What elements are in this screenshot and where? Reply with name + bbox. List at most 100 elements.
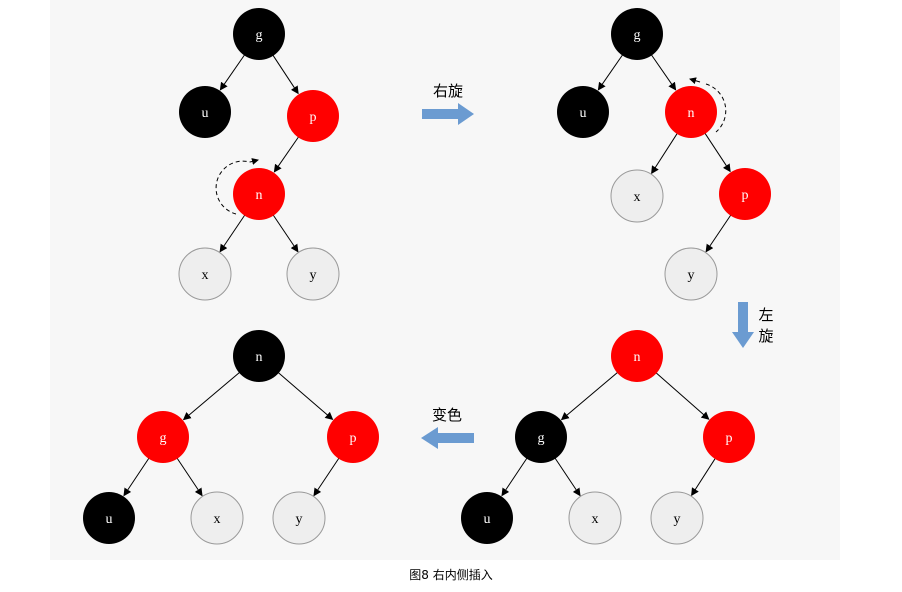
rotation-arc-left — [705, 83, 727, 133]
node-after-recolor-g: g — [137, 411, 189, 463]
node-circle — [272, 491, 326, 545]
edge-after-recolor-g-u — [123, 456, 151, 497]
node-circle — [83, 492, 135, 544]
node-initial-y: y — [286, 247, 340, 301]
node-label: x — [202, 268, 209, 283]
node-after-right-rotate-n: n — [665, 86, 717, 138]
edge-after-right-rotate-n-x — [651, 131, 679, 175]
node-label: x — [634, 190, 641, 205]
node-initial-u: u — [179, 86, 231, 138]
node-circle — [611, 8, 663, 60]
node-circle — [664, 247, 718, 301]
label-left-rotate-1: 左 — [758, 306, 773, 324]
transition-arrow-right — [422, 103, 474, 125]
node-circle — [286, 247, 340, 301]
node-after-left-rotate-u: u — [461, 492, 513, 544]
node-label: p — [726, 431, 733, 446]
node-initial-p: p — [287, 90, 339, 142]
node-label: x — [592, 512, 599, 527]
node-label: y — [310, 268, 317, 283]
node-initial-n: n — [233, 168, 285, 220]
node-label: p — [310, 110, 317, 125]
transition-arrow-down — [732, 302, 754, 348]
node-after-recolor-y: y — [272, 491, 326, 545]
node-circle — [611, 330, 663, 382]
label-right-rotate: 右旋 — [433, 82, 463, 100]
node-label: n — [634, 350, 641, 365]
rotation-arc-right — [215, 160, 251, 215]
edge-initial-g-u — [219, 53, 246, 91]
node-after-right-rotate-y: y — [664, 247, 718, 301]
node-circle — [233, 8, 285, 60]
transition-arrow-left — [421, 427, 474, 449]
node-after-recolor-u: u — [83, 492, 135, 544]
node-circle — [327, 411, 379, 463]
node-after-left-rotate-p: p — [703, 411, 755, 463]
node-circle — [557, 86, 609, 138]
edge-after-right-rotate-g-u — [597, 53, 624, 91]
node-label: y — [688, 268, 695, 283]
node-circle — [190, 491, 244, 545]
rotation-arc-right-head — [249, 158, 259, 165]
edge-after-recolor-g-x — [175, 456, 203, 497]
node-label: g — [256, 28, 263, 43]
edge-after-recolor-p-y — [313, 456, 341, 497]
node-circle — [650, 491, 704, 545]
node-after-right-rotate-u: u — [557, 86, 609, 138]
edge-initial-g-p — [271, 53, 299, 95]
node-after-right-rotate-x: x — [610, 169, 664, 223]
edge-after-left-rotate-g-u — [501, 456, 529, 497]
figure-caption: 图8 右内侧插入 — [409, 568, 493, 582]
rotation-arc-left-head — [689, 77, 701, 85]
edge-after-left-rotate-g-x — [553, 456, 581, 497]
edge-after-right-rotate-p-y — [705, 213, 732, 253]
edge-after-left-rotate-n-p — [654, 371, 710, 420]
node-after-left-rotate-x: x — [568, 491, 622, 545]
node-circle — [178, 247, 232, 301]
node-after-left-rotate-y: y — [650, 491, 704, 545]
node-after-left-rotate-g: g — [515, 411, 567, 463]
edge-after-recolor-n-g — [182, 371, 241, 421]
node-label: g — [538, 431, 545, 446]
node-after-recolor-n: n — [233, 330, 285, 382]
node-circle — [703, 411, 755, 463]
node-label: p — [742, 188, 749, 203]
edge-after-left-rotate-n-g — [560, 371, 619, 421]
node-circle — [179, 86, 231, 138]
node-label: n — [256, 188, 263, 203]
node-circle — [515, 411, 567, 463]
edge-initial-p-n — [273, 135, 300, 173]
node-initial-x: x — [178, 247, 232, 301]
node-label: g — [160, 431, 167, 446]
node-after-right-rotate-p: p — [719, 168, 771, 220]
node-label: u — [202, 106, 209, 121]
node-label: p — [350, 431, 357, 446]
node-circle — [233, 168, 285, 220]
node-initial-g: g — [233, 8, 285, 60]
node-label: y — [296, 512, 303, 527]
edge-after-right-rotate-g-n — [650, 53, 677, 91]
label-recolor: 变色 — [432, 406, 462, 424]
node-label: u — [484, 512, 491, 527]
node-label: y — [674, 512, 681, 527]
node-circle — [665, 86, 717, 138]
node-label: x — [214, 512, 221, 527]
node-circle — [568, 491, 622, 545]
node-after-recolor-x: x — [190, 491, 244, 545]
node-label: n — [256, 350, 263, 365]
edge-after-right-rotate-n-p — [703, 131, 731, 173]
node-label: g — [634, 28, 641, 43]
node-label: u — [580, 106, 587, 121]
node-circle — [233, 330, 285, 382]
node-circle — [137, 411, 189, 463]
label-left-rotate-2: 旋 — [758, 327, 773, 345]
node-after-left-rotate-n: n — [611, 330, 663, 382]
node-circle — [610, 169, 664, 223]
edge-initial-n-x — [219, 213, 246, 253]
node-label: u — [106, 512, 113, 527]
edge-after-recolor-n-p — [276, 371, 334, 421]
node-after-right-rotate-g: g — [611, 8, 663, 60]
node-circle — [719, 168, 771, 220]
